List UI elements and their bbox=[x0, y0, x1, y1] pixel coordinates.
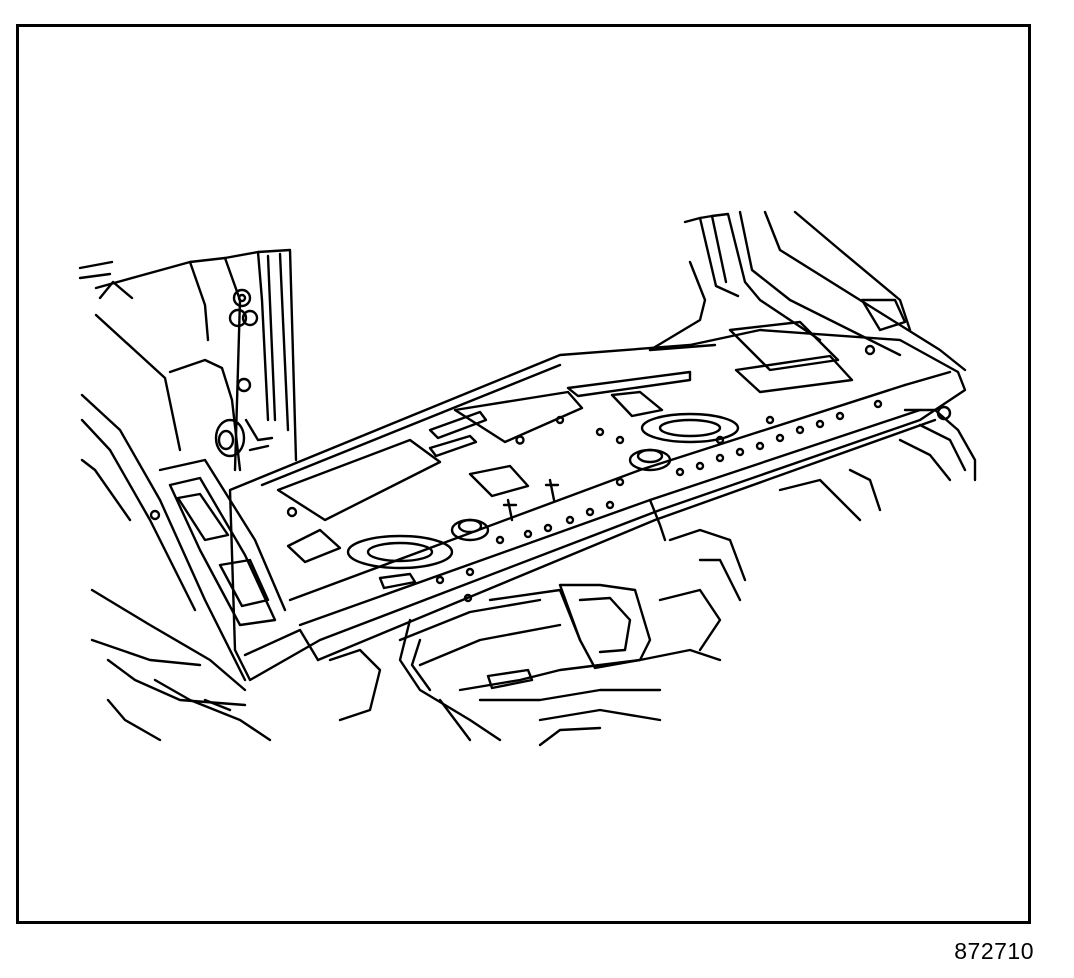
left-wheelhouse bbox=[80, 393, 287, 742]
right-wheelhouse bbox=[848, 405, 977, 512]
rear-cross-member bbox=[228, 328, 967, 682]
left-panel-holes bbox=[214, 288, 259, 458]
grommets-and-ovals bbox=[346, 412, 740, 570]
cross-member-holes bbox=[286, 399, 883, 603]
figure-frame bbox=[16, 24, 1031, 924]
underbody-structure bbox=[328, 478, 862, 747]
left-quarter-panel bbox=[78, 248, 298, 472]
figure-number: 872710 bbox=[954, 938, 1034, 964]
floor-recesses bbox=[276, 320, 854, 590]
right-quarter-panel bbox=[648, 210, 967, 372]
